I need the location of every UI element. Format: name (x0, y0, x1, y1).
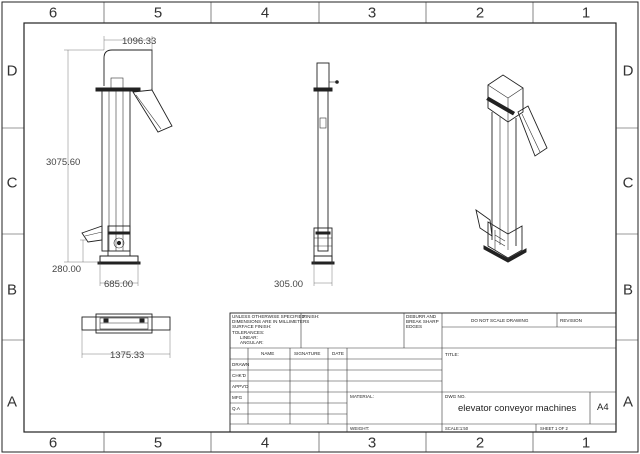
tb-col-date: DATE (332, 351, 344, 356)
zone-col-top-6: 6 (49, 5, 57, 22)
tb-row-mfg: MFG (232, 395, 243, 400)
tb-unless-5: LINEAR: (240, 335, 258, 340)
dim-base-width: 685.00 (104, 279, 133, 290)
plan-view: 1375.33 (81, 313, 171, 361)
tb-col-signature: SIGNATURE (294, 351, 320, 356)
dim-inlet-height: 280.00 (52, 264, 81, 275)
tb-weight: WEIGHT: (350, 426, 369, 431)
zone-col-bottom-1: 1 (582, 435, 590, 452)
zone-row-right-d: D (623, 63, 634, 80)
zone-col-bottom-4: 4 (261, 435, 269, 452)
zone-row-left-d: D (7, 63, 18, 80)
tb-unless-1: UNLESS OTHERWISE SPECIFIED: (232, 314, 306, 319)
zone-row-right-c: C (623, 175, 634, 192)
side-view: 305.00 (274, 62, 339, 290)
dim-side-base-width: 305.00 (274, 279, 303, 290)
dim-height: 3075.60 (46, 157, 80, 168)
tb-dwg-no: elevator conveyor machines (458, 403, 577, 414)
dim-plan-length: 1375.33 (110, 350, 144, 361)
zone-row-left-b: B (7, 282, 17, 299)
front-view: 1096.33 3075.60 280.00 685.00 (46, 36, 173, 290)
tb-sheet: SHEET 1 OF 2 (540, 426, 569, 431)
tb-unless-6: ANGULAR: (240, 340, 264, 345)
tb-unless-2: DIMENSIONS ARE IN MILLIMETERS (232, 319, 309, 324)
tb-unless-3: SURFACE FINISH: (232, 324, 271, 329)
tb-revision: REVISION (560, 318, 582, 323)
tb-finish: FINISH: (303, 314, 319, 319)
inner-frame (23, 22, 617, 433)
zone-col-top-2: 2 (476, 5, 484, 22)
tb-row-appvd: APPV'D (232, 384, 249, 389)
tb-col-name: NAME (261, 351, 274, 356)
zone-col-bottom-6: 6 (49, 435, 57, 452)
zone-col-top-3: 3 (368, 5, 376, 22)
tb-row-chkd: CHK'D (232, 373, 247, 378)
isometric-view (475, 74, 548, 263)
tb-material: MATERIAL: (350, 394, 374, 399)
tb-deburr-1: DEBURR AND (406, 314, 437, 319)
zone-row-right-b: B (623, 282, 633, 299)
tb-size: A4 (597, 402, 609, 413)
zone-col-top-4: 4 (261, 5, 269, 22)
zone-row-right-a: A (623, 394, 633, 411)
zone-col-top-1: 1 (582, 5, 590, 22)
zone-col-bottom-5: 5 (154, 435, 162, 452)
zone-col-top-5: 5 (154, 5, 162, 22)
zone-col-bottom-2: 2 (476, 435, 484, 452)
tb-unless-4: TOLERANCES: (232, 330, 264, 335)
zone-col-bottom-3: 3 (368, 435, 376, 452)
tb-deburr-2: BREAK SHARP (406, 319, 439, 324)
zone-row-left-c: C (7, 175, 18, 192)
tb-deburr-3: EDGES (406, 324, 422, 329)
tb-row-qa: Q.A (232, 406, 241, 411)
title-block: UNLESS OTHERWISE SPECIFIED: DIMENSIONS A… (229, 312, 617, 433)
tb-scale: SCALE:1:50 (445, 426, 469, 431)
tb-dwg-no-label: DWG NO. (445, 394, 466, 399)
tb-row-drawn: DRAWN (232, 362, 249, 367)
tb-do-not-scale: DO NOT SCALE DRAWING (471, 318, 529, 323)
zone-row-left-a: A (7, 394, 17, 411)
dim-top-width: 1096.33 (122, 36, 156, 47)
tb-title-label: TITLE: (445, 352, 459, 357)
